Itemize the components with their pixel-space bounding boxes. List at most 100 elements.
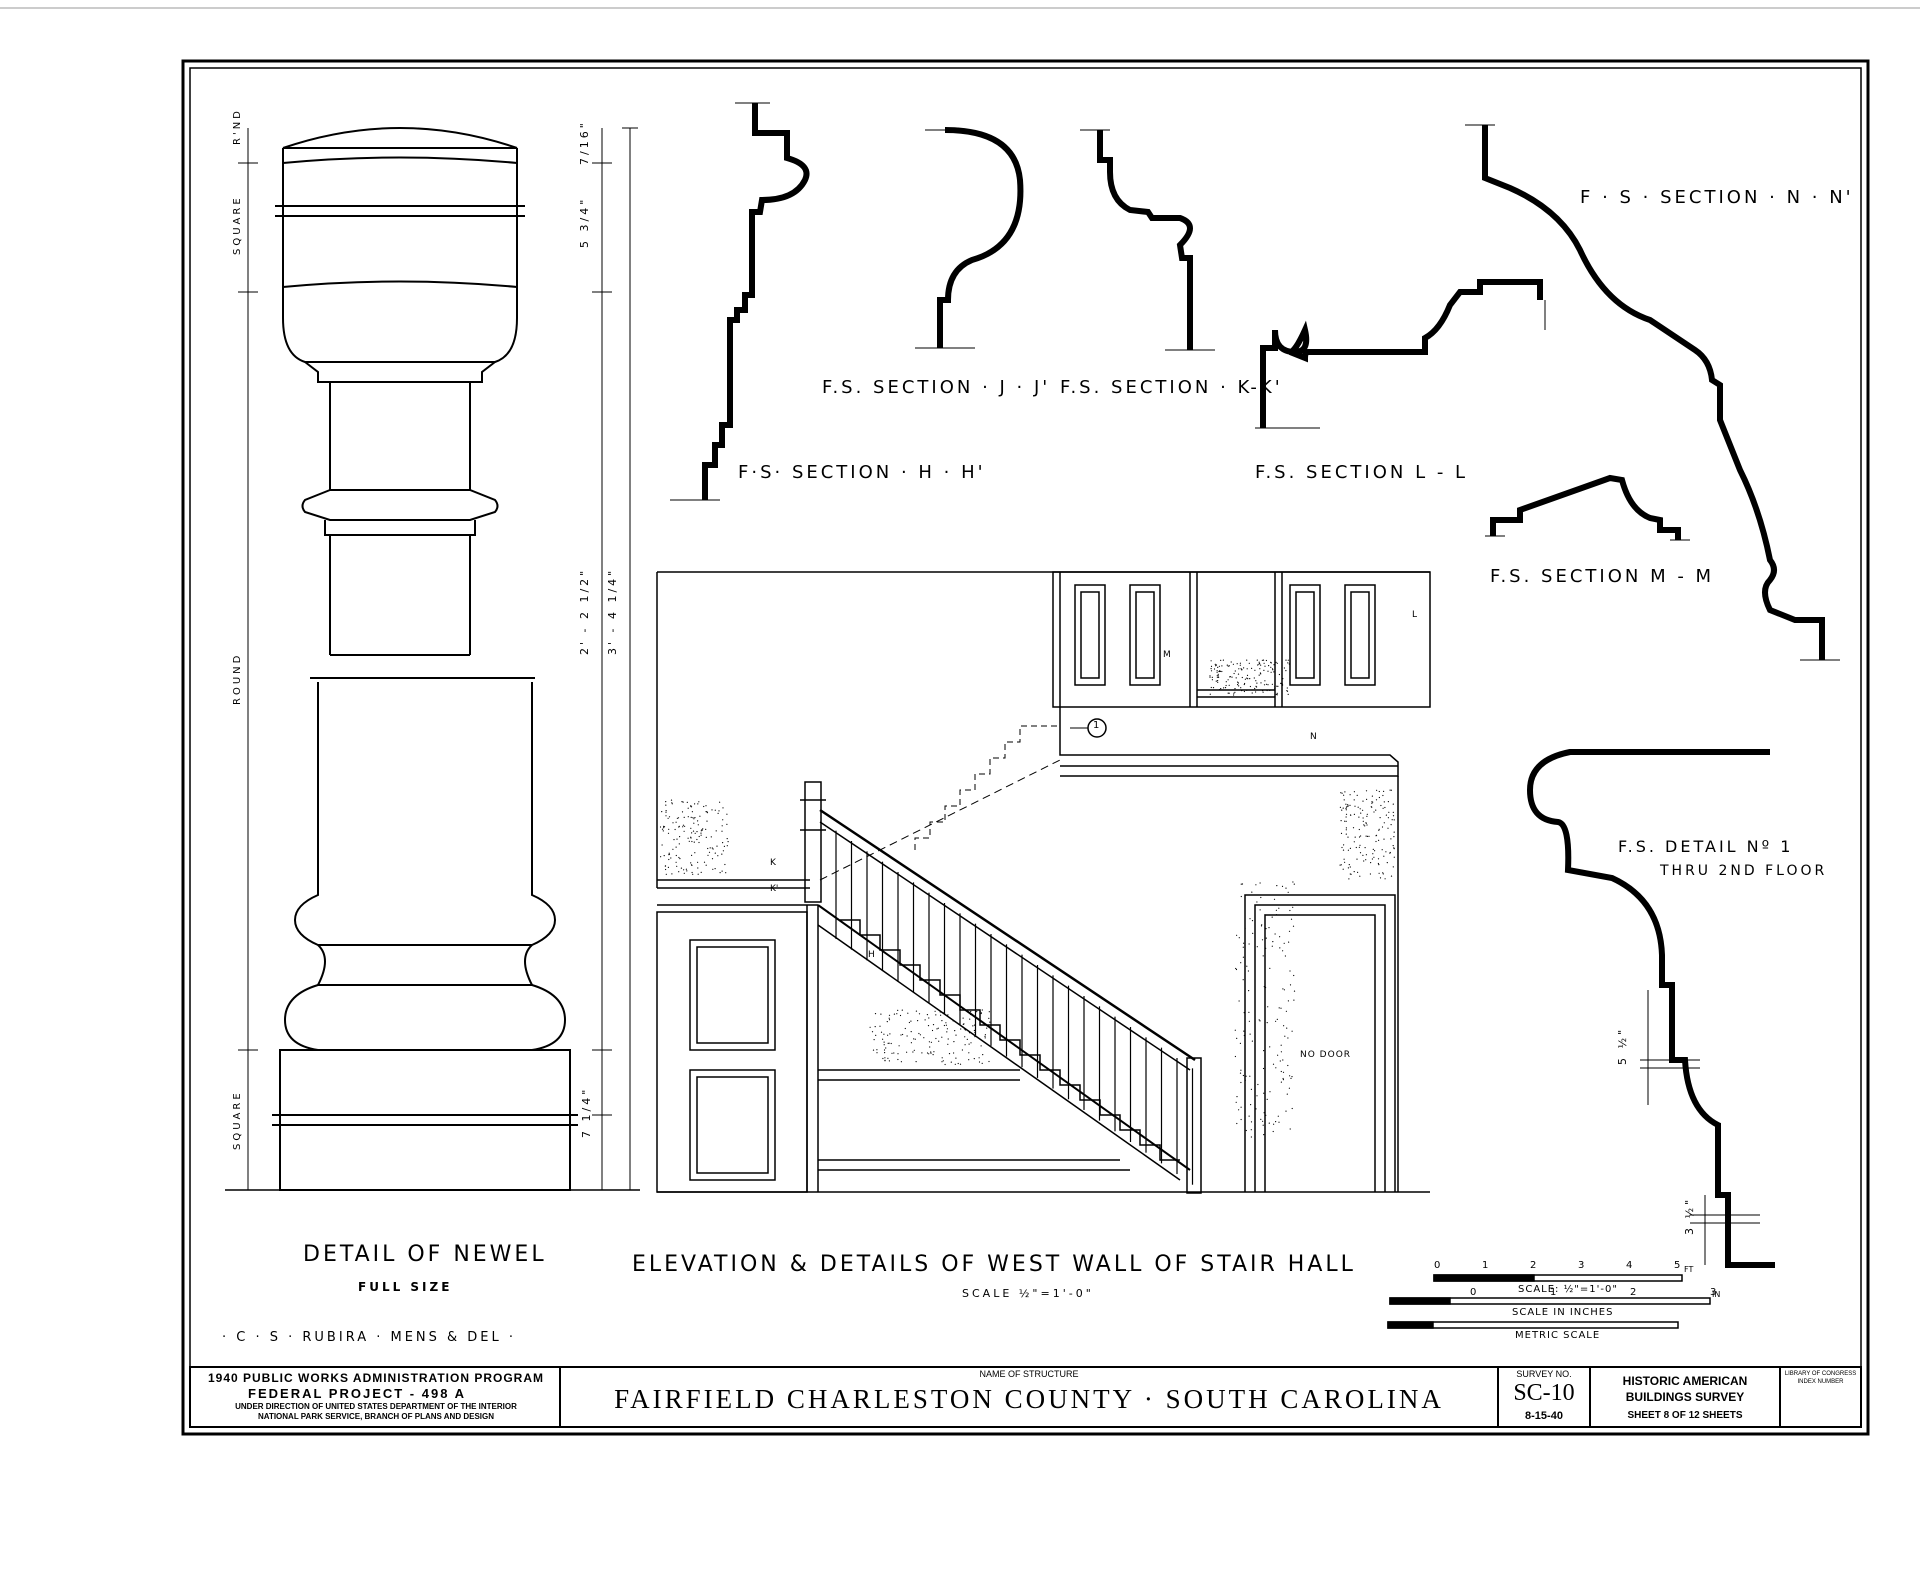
stipple-dot (1370, 806, 1372, 808)
cut-mark-h: H (868, 950, 875, 960)
stipple-dot (1280, 682, 1282, 684)
stipple-dot (1378, 864, 1380, 866)
stipple-dot (1210, 670, 1213, 672)
stipple-dot (1235, 677, 1237, 679)
stipple-dot (1359, 808, 1361, 810)
stipple-dot (683, 869, 685, 871)
stipple-dot (955, 1057, 957, 1059)
stipple-dot (1228, 665, 1230, 667)
stipple-dot (665, 801, 667, 803)
stipple-dot (1278, 907, 1280, 909)
stipple-dot (686, 870, 688, 872)
stipple-dot (727, 841, 729, 843)
stipple-dot (869, 1026, 871, 1028)
stipple-dot (1251, 667, 1253, 670)
stipple-dot (935, 1014, 937, 1016)
stipple-dot (693, 822, 695, 824)
stipple-dot (1389, 789, 1391, 791)
stipple-dot (690, 805, 692, 808)
stipple-dot (1387, 801, 1389, 803)
stipple-dot (1376, 789, 1378, 791)
stipple-dot (1260, 673, 1262, 675)
stipple-dot (1217, 673, 1219, 676)
stipple-dot (1340, 832, 1343, 835)
stipple-dot (1345, 820, 1347, 822)
stipple-dot (1247, 678, 1249, 680)
stipple-dot (1385, 814, 1387, 816)
stipple-dot (1245, 1129, 1247, 1132)
stipple-dot (1254, 669, 1256, 671)
stipple-dot (1289, 984, 1292, 986)
stipple-dot (1287, 1064, 1289, 1067)
stipple-dot (1255, 884, 1257, 886)
stipple-dot (1236, 1096, 1238, 1098)
newel-post-drawing (225, 127, 640, 1191)
stipple-dot (1379, 877, 1382, 879)
stipple-dot (1345, 833, 1347, 835)
stipple-dot (899, 1014, 902, 1017)
stipple-dot (1354, 836, 1356, 838)
stipple-dot (1227, 665, 1229, 667)
stipple-dot (1227, 692, 1229, 694)
stipple-dot (1286, 1093, 1288, 1095)
profile-l-l (1260, 279, 1543, 428)
stipple-dot (722, 850, 725, 852)
stipple-dot (901, 1009, 903, 1011)
stipple-dot (726, 823, 728, 826)
stipple-dot (960, 1028, 962, 1030)
stipple-dot (1263, 1112, 1265, 1114)
stipple-dot (1360, 835, 1362, 837)
stipple-dot (930, 1051, 932, 1053)
tb-structure-name: FAIRFIELD CHARLESTON COUNTY · SOUTH CARO… (614, 1384, 1444, 1414)
stipple-dot (1272, 941, 1274, 943)
stipple-dot (917, 1020, 919, 1022)
stipple-dot (1387, 817, 1389, 819)
stipple-dot (886, 1021, 888, 1023)
stipple-dot (1249, 678, 1251, 680)
stipple-dot (1387, 827, 1389, 829)
stipple-dot (663, 826, 666, 828)
stipple-dot (1365, 790, 1368, 792)
stipple-dot (1213, 668, 1216, 670)
stipple-dot (1359, 852, 1362, 854)
stipple-dot (1260, 896, 1262, 899)
stipple-dot (1282, 1077, 1284, 1080)
stipple-dot (1210, 665, 1213, 668)
stipple-dot (716, 845, 718, 847)
stipple-dot (714, 868, 716, 870)
stipple-dot (1209, 676, 1211, 678)
dim-5-1-2: 5 ½" (1616, 1026, 1629, 1065)
stipple-dot (1342, 868, 1344, 870)
stipple-dot (1348, 864, 1350, 866)
stipple-dot (915, 1061, 917, 1063)
scale-tick-label: 5 (1674, 1260, 1681, 1271)
stipple-dot (1270, 671, 1272, 673)
molding-profiles (702, 103, 1825, 1268)
stipple-dot (939, 1011, 941, 1013)
stipple-dot (1241, 676, 1243, 679)
stipple-dot (1216, 676, 1218, 678)
stipple-dot (1241, 690, 1243, 692)
stipple-dot (1236, 934, 1238, 936)
stipple-dot (918, 1013, 921, 1015)
stipple-dot (1243, 1030, 1245, 1032)
dim-round: ROUND (232, 652, 243, 705)
stipple-dot (1349, 794, 1351, 796)
stipple-dot (973, 1058, 975, 1060)
stipple-dot (885, 1047, 887, 1049)
stipple-dot (1275, 693, 1277, 696)
stipple-dot (1292, 906, 1294, 908)
stipple-dot (1279, 936, 1281, 938)
stipple-dot (1277, 1054, 1279, 1056)
stipple-dot (1215, 680, 1217, 682)
stipple-dot (1272, 669, 1274, 671)
stipple-dot (1260, 682, 1262, 684)
stipple-dot (684, 825, 686, 827)
stipple-dot (1386, 862, 1388, 864)
stipple-dot (1377, 862, 1379, 865)
stipple-dot (1375, 799, 1378, 801)
stipple-dot (670, 799, 673, 801)
stipple-dot (873, 1039, 875, 1041)
stipple-dot (1238, 685, 1240, 687)
